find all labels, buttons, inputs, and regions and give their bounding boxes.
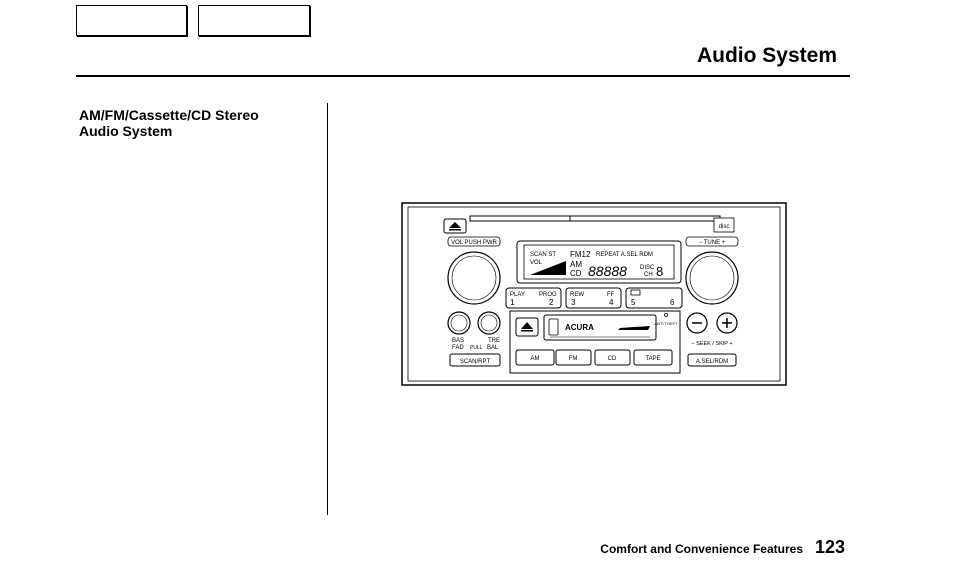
vol-label: VOL PUSH PWR: [451, 240, 497, 246]
am-button[interactable]: [515, 349, 555, 366]
display-disc: DISC: [640, 265, 655, 271]
display-vol: VOL: [530, 260, 543, 266]
page-title: Audio System: [696, 44, 837, 67]
preset-2-top: PROG: [539, 292, 557, 298]
cd-logo-icon: [713, 217, 735, 233]
bal-label: BAL: [487, 345, 499, 351]
display-cd: CD: [570, 269, 582, 278]
preset-1-num: 1: [510, 298, 515, 307]
speaker-logo-icon: [618, 326, 650, 330]
page-number: 123: [814, 537, 845, 557]
preset-5-num: 5: [631, 298, 636, 307]
volume-bar-graph: [530, 261, 566, 275]
preset-3-top: REW: [570, 292, 584, 298]
section-title-line2: Audio System: [79, 123, 173, 139]
section-title: AM/FM/Cassette/CD Stereo Audio System: [79, 107, 259, 139]
bas-label: BAS: [452, 338, 464, 344]
a-sel-rdm-button[interactable]: [687, 353, 737, 367]
volume-knob[interactable]: [447, 251, 501, 305]
tre-label: TRE: [488, 338, 500, 344]
seek-skip-label: − SEEK / SKIP +: [691, 341, 732, 347]
preset-6-num: 6: [670, 298, 675, 307]
fm-button-label: FM: [569, 356, 578, 362]
tape-button-label: TAPE: [645, 356, 660, 362]
brand-logo: ACURA: [565, 323, 594, 332]
preset-1-top: PLAY: [510, 292, 525, 298]
cd-logo-text: disc: [719, 224, 730, 230]
preset-2-num: 2: [549, 298, 554, 307]
preset-4-num: 4: [609, 298, 614, 307]
cassette-door: [543, 314, 657, 341]
anti-theft-label: ANTI THEFT: [654, 321, 678, 326]
pull-label: PULL: [470, 345, 483, 351]
scan-rpt-label: SCAN/RPT: [460, 359, 491, 365]
section-title-line1: AM/FM/Cassette/CD Stereo: [79, 107, 259, 123]
tape-eject-icon: [521, 322, 533, 329]
tape-icon: [630, 289, 641, 296]
scan-rpt-button[interactable]: [449, 353, 501, 367]
footer-section-name: Comfort and Convenience Features: [600, 542, 803, 556]
display-ch: CH: [644, 272, 653, 278]
nav-button-previous[interactable]: [76, 5, 187, 36]
display-repeat: REPEAT A.SEL RDM: [596, 252, 653, 258]
display-fm: FM12: [570, 250, 591, 259]
tune-label: − TUNE +: [699, 240, 726, 246]
eject-icon: [449, 222, 461, 228]
column-divider: [327, 103, 328, 515]
fad-label: FAD: [452, 345, 464, 351]
display-scan-st: SCAN ST: [530, 252, 556, 258]
preset-button-1-2[interactable]: [505, 287, 562, 309]
nav-button-next[interactable]: [198, 5, 310, 36]
cd-button-label: CD: [608, 356, 617, 362]
tape-button[interactable]: [633, 349, 673, 366]
tune-knob[interactable]: [685, 251, 739, 305]
display-am: AM: [570, 260, 582, 269]
fm-button[interactable]: [555, 349, 592, 366]
preset-button-3-4[interactable]: [565, 287, 622, 309]
am-button-label: AM: [531, 356, 540, 362]
preset-3-num: 3: [571, 298, 576, 307]
audio-unit-illustration: disc VOL PUSH PWR − TUNE + SCAN ST FM12 …: [401, 202, 787, 386]
anti-theft-led: [664, 313, 668, 317]
title-rule: [76, 75, 850, 77]
preset-4-top: FF: [607, 292, 615, 298]
cd-button[interactable]: [594, 349, 631, 366]
display-digits: 88888: [588, 263, 627, 279]
a-sel-rdm-label: A.SEL/RDM: [696, 359, 728, 365]
display-disc-digit: 8: [656, 264, 663, 279]
